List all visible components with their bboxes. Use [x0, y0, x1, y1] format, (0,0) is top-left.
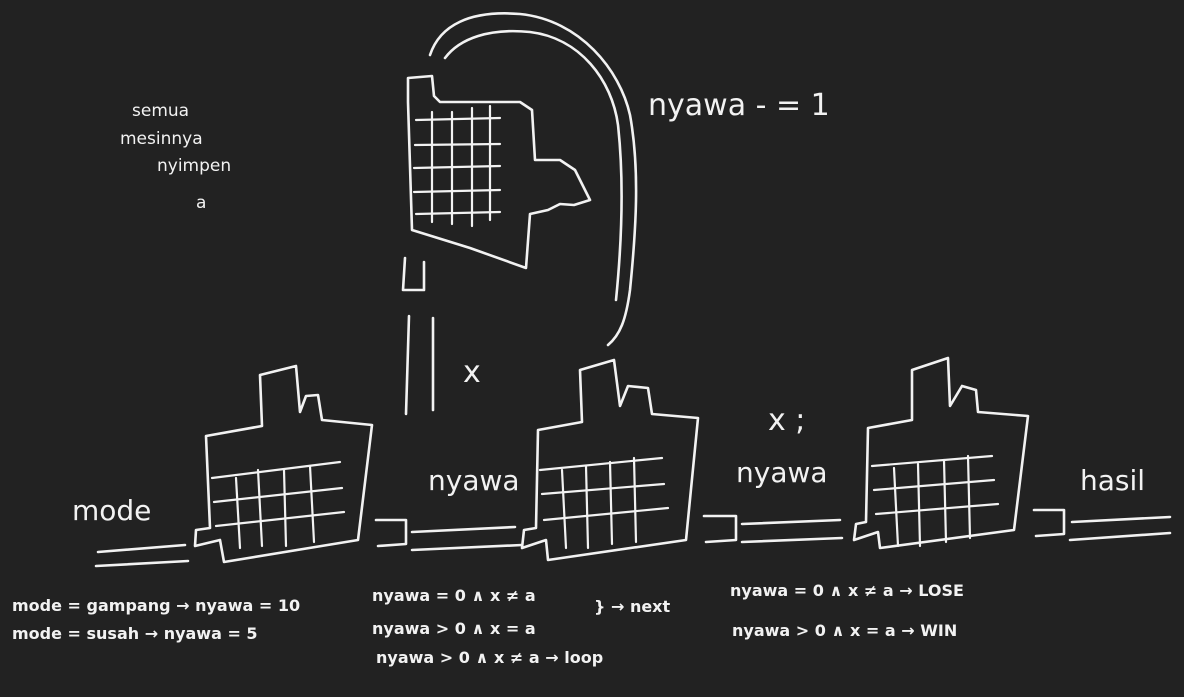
- feedback-loop-arc: [428, 12, 638, 347]
- rules-machine-2: nyawa = 0 ∧ x ≠ a nyawa > 0 ∧ x = a nyaw…: [372, 586, 671, 667]
- rule-m2-brace: } → next: [594, 597, 671, 616]
- label-between-1-2: nyawa: [428, 464, 520, 497]
- label-lives-decrement: nyawa - = 1: [648, 88, 830, 123]
- label-input-mode: mode: [72, 494, 151, 527]
- top-note-line-2: mesinnya: [120, 129, 203, 149]
- top-note-line-1: semua: [132, 101, 189, 121]
- feedback-return-line: [404, 314, 435, 416]
- rules-mode: mode = gampang → nyawa = 10 mode = susah…: [12, 596, 300, 643]
- rule-mode-2: mode = susah → nyawa = 5: [12, 624, 258, 643]
- feedback-machine-grid: [412, 104, 502, 228]
- arrow-2-3: [740, 518, 844, 544]
- machine-2-grid: [538, 456, 670, 550]
- machine-3-grid: [870, 454, 1000, 548]
- top-note: semua mesinnya nyimpen a: [120, 101, 231, 213]
- machine-2: [520, 358, 700, 562]
- input-arrow-mode: [94, 543, 190, 568]
- top-note-line-3: nyimpen: [157, 156, 231, 176]
- connector-2-3: [702, 514, 738, 544]
- rule-m2-1: nyawa = 0 ∧ x ≠ a: [372, 586, 536, 605]
- rules-machine-3: nyawa = 0 ∧ x ≠ a → LOSE nyawa > 0 ∧ x =…: [730, 581, 964, 640]
- feedback-machine: [401, 74, 592, 292]
- rule-mode-1: mode = gampang → nyawa = 10: [12, 596, 300, 615]
- rule-m3-1: nyawa = 0 ∧ x ≠ a → LOSE: [730, 581, 964, 600]
- label-guess-var-2: x ;: [768, 403, 805, 438]
- machine-1: [193, 364, 374, 564]
- arrow-1-2: [410, 525, 524, 552]
- connector-output: [1032, 508, 1066, 538]
- label-between-2-3: nyawa: [736, 456, 828, 489]
- rule-m3-2: nyawa > 0 ∧ x = a → WIN: [732, 621, 957, 640]
- top-note-line-4: a: [196, 193, 206, 213]
- label-guess-var: x: [463, 355, 481, 390]
- rule-m2-3: nyawa > 0 ∧ x ≠ a → loop: [376, 648, 603, 667]
- connector-1-2: [374, 518, 408, 548]
- rule-m2-2: nyawa > 0 ∧ x = a: [372, 619, 536, 638]
- arrow-output: [1068, 515, 1172, 542]
- machine-3: [852, 356, 1030, 550]
- label-output-hasil: hasil: [1080, 464, 1145, 497]
- machine-1-grid: [210, 460, 346, 550]
- feedback-loop-arc-inner: [443, 29, 623, 302]
